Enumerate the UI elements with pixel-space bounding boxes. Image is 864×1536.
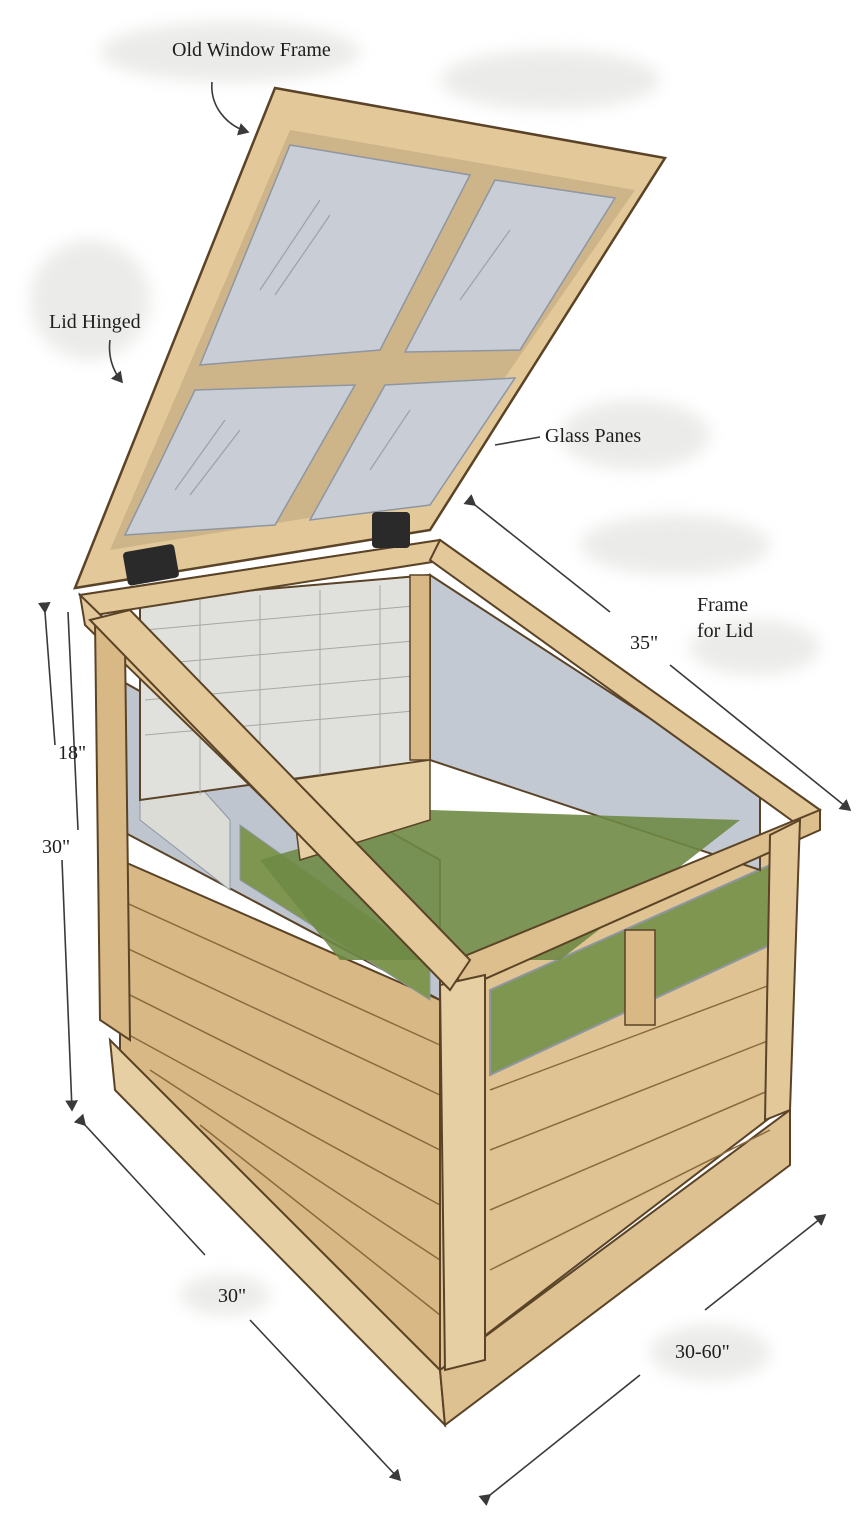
dimension-lid-depth: 35"	[630, 632, 659, 654]
dimension-length: 30-60"	[675, 1341, 730, 1363]
dimension-front-height: 18"	[58, 742, 87, 764]
label-cloud	[30, 240, 150, 360]
label-cloud	[180, 1275, 270, 1315]
dimension-width: 30"	[218, 1285, 247, 1307]
label-glass-panes: Glass Panes	[545, 425, 642, 447]
label-cloud	[100, 22, 360, 82]
label-cloud	[560, 400, 710, 470]
label-lid-hinged: Lid Hinged	[49, 311, 141, 333]
label-old-window-frame: Old Window Frame	[172, 39, 331, 61]
label-frame-for-lid-line1: Frame	[697, 594, 749, 616]
label-cloud	[580, 515, 770, 575]
label-frame-for-lid-line2: for Lid	[697, 620, 754, 642]
label-cloud	[440, 50, 660, 110]
label-cloud	[650, 1325, 770, 1380]
dimension-back-height: 30"	[42, 836, 71, 858]
label-cloud	[690, 620, 820, 675]
